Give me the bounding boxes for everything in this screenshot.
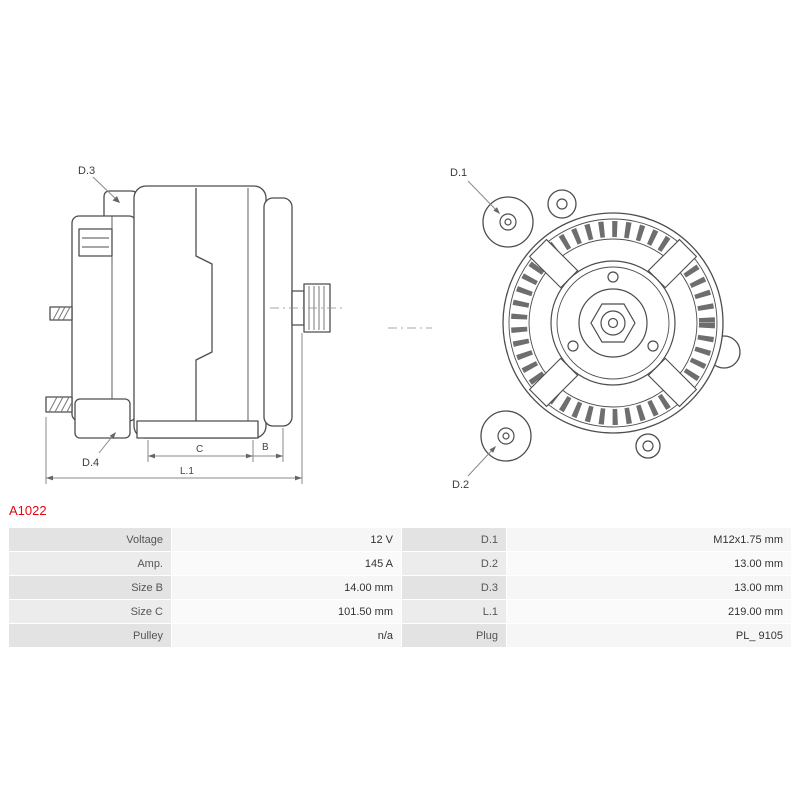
spec-label: D.2 bbox=[401, 551, 507, 576]
diagram-side-view bbox=[45, 185, 331, 439]
table-row: Size B 14.00 mm D.3 13.00 mm bbox=[8, 575, 792, 600]
label-l1: L.1 bbox=[180, 466, 194, 477]
side-front-bracket bbox=[263, 197, 293, 427]
label-b: B bbox=[262, 442, 269, 453]
table-row: Size C 101.50 mm L.1 219.00 mm bbox=[8, 599, 792, 624]
spec-value: 13.00 mm bbox=[506, 551, 792, 576]
spec-table: Voltage 12 V D.1 M12x1.75 mm Amp. 145 A … bbox=[8, 527, 792, 648]
front-leaders bbox=[388, 180, 500, 477]
spec-value: 12 V bbox=[171, 527, 402, 552]
side-connector-block bbox=[78, 228, 113, 257]
label-d1: D.1 bbox=[450, 167, 467, 179]
side-dimensions bbox=[45, 176, 345, 484]
side-arrowheads bbox=[46, 196, 302, 481]
part-number: A1022 bbox=[9, 503, 47, 518]
spec-label: D.1 bbox=[401, 527, 507, 552]
label-d2: D.2 bbox=[452, 479, 469, 491]
table-row: Pulley n/a Plug PL_ 9105 bbox=[8, 623, 792, 648]
front-vent-slots bbox=[511, 221, 715, 425]
spec-label: Amp. bbox=[8, 551, 172, 576]
spec-label: Plug bbox=[401, 623, 507, 648]
side-main-body bbox=[133, 185, 267, 439]
spec-label: Size C bbox=[8, 599, 172, 624]
spec-value: 219.00 mm bbox=[506, 599, 792, 624]
spec-value: 101.50 mm bbox=[171, 599, 402, 624]
technical-drawing: D.3 D.4 C B L.1 bbox=[45, 165, 741, 491]
side-foot bbox=[136, 420, 259, 439]
front-arrowheads bbox=[489, 207, 500, 453]
table-row: Amp. 145 A D.2 13.00 mm bbox=[8, 551, 792, 576]
spec-value: 13.00 mm bbox=[506, 575, 792, 600]
table-row: Voltage 12 V D.1 M12x1.75 mm bbox=[8, 527, 792, 552]
spec-label: Size B bbox=[8, 575, 172, 600]
label-d4: D.4 bbox=[82, 457, 99, 469]
spec-value: n/a bbox=[171, 623, 402, 648]
spec-label: Pulley bbox=[8, 623, 172, 648]
spec-value: M12x1.75 mm bbox=[506, 527, 792, 552]
spec-label: D.3 bbox=[401, 575, 507, 600]
spec-label: Voltage bbox=[8, 527, 172, 552]
label-c: C bbox=[196, 444, 203, 455]
spec-label: L.1 bbox=[401, 599, 507, 624]
spec-value: PL_ 9105 bbox=[506, 623, 792, 648]
side-bottom-lug bbox=[74, 398, 131, 439]
label-d3: D.3 bbox=[78, 165, 95, 177]
spec-value: 145 A bbox=[171, 551, 402, 576]
front-spokes bbox=[528, 238, 698, 408]
spec-value: 14.00 mm bbox=[171, 575, 402, 600]
side-top-lug bbox=[103, 190, 138, 218]
front-center-details bbox=[497, 198, 676, 452]
